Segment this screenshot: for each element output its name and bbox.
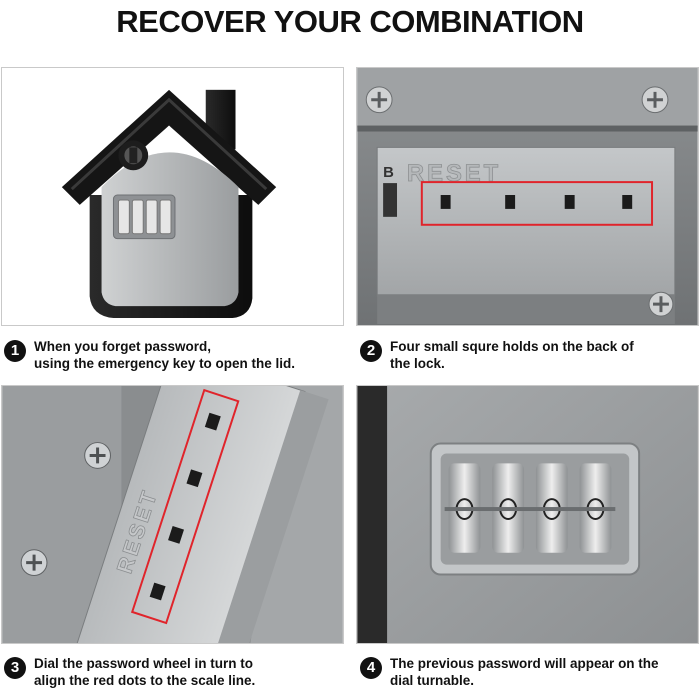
hole [564, 195, 575, 209]
lock-back-image: B RESET [357, 68, 698, 325]
hole [505, 195, 516, 209]
key-lock-box-image [61, 89, 277, 319]
hole [622, 195, 633, 209]
step-text: dial turnable. [390, 673, 475, 688]
step-text: Dial the password wheel in turn to [34, 656, 254, 671]
reset-alignment-image: RESET [2, 386, 343, 643]
step-text: the lock. [390, 356, 445, 371]
step-text: Four small squre holds on the back of [390, 339, 634, 354]
step-text: align the red dots to the scale line. [34, 673, 256, 688]
lock-back-photo-panel: B RESET [356, 67, 699, 326]
dial-closeup-image [357, 386, 698, 643]
dial-alignment-photo-panel: RESET [1, 385, 344, 644]
step-text: When you forget password, [34, 339, 212, 354]
hole [168, 525, 184, 544]
step-text: using the emergency key to open the lid. [34, 356, 296, 371]
roof [61, 89, 277, 205]
hole [204, 412, 221, 431]
dial-closeup-photo-panel [356, 385, 699, 644]
reset-holes [440, 195, 633, 209]
step-number-badge: 2 [360, 340, 382, 362]
page-title: RECOVER YOUR COMBINATION [116, 4, 584, 39]
scale-line [444, 507, 616, 512]
screw-icon [20, 549, 48, 577]
b-label: B [383, 165, 394, 181]
highlight-box [420, 181, 654, 226]
screw-icon [648, 291, 674, 317]
highlight-box [130, 388, 240, 625]
step-2-caption: 2 Four small squre holds on the back of … [360, 338, 634, 372]
screw-icon [84, 442, 111, 469]
step-3-caption: 3 Dial the password wheel in turn to ali… [4, 655, 255, 689]
step-4-caption: 4 The previous password will appear on t… [360, 655, 659, 689]
step-number-badge: 4 [360, 657, 382, 679]
reset-plate [376, 146, 676, 297]
reset-holes [149, 412, 221, 601]
step-number-badge: 3 [4, 657, 26, 679]
step-number-badge: 1 [4, 340, 26, 362]
hole [440, 195, 451, 209]
hole [186, 469, 203, 488]
screw-icon [641, 86, 669, 114]
step-1-caption: 1 When you forget password, using the em… [4, 338, 295, 372]
hole [149, 582, 166, 601]
step-text: The previous password will appear on the [390, 656, 659, 671]
screw-icon [365, 86, 393, 114]
product-photo-panel [1, 67, 344, 326]
